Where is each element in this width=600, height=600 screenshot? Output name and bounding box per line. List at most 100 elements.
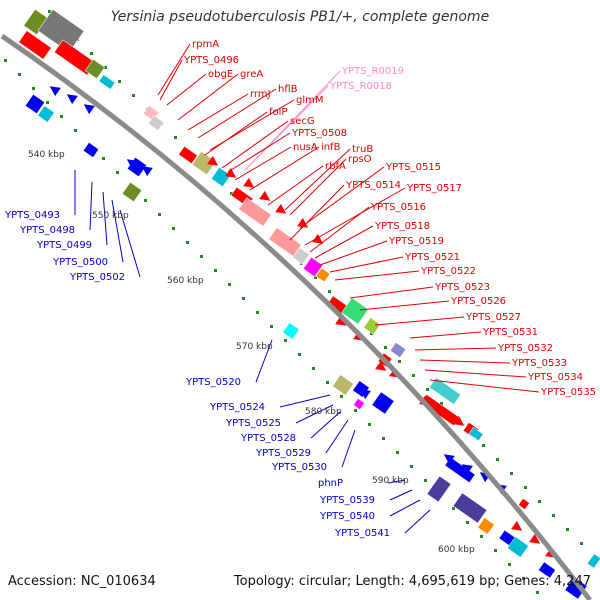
gene-label[interactable]: YPTS_0524 xyxy=(209,402,265,413)
gene-label[interactable]: rbfA xyxy=(325,161,346,172)
gene-label[interactable]: YPTS_0515 xyxy=(385,162,441,173)
gene-label[interactable]: glmM xyxy=(296,95,324,106)
gene-label[interactable]: YPTS_0541 xyxy=(334,528,390,539)
gene-label[interactable]: YPTS_0534 xyxy=(527,372,583,383)
gene-label[interactable]: YPTS_0521 xyxy=(404,252,460,263)
gene-label[interactable]: YPTS_0531 xyxy=(482,327,538,338)
gene-label[interactable]: hflB xyxy=(278,84,298,95)
gene-label[interactable]: YPTS_0526 xyxy=(450,296,506,307)
gene-arrow[interactable] xyxy=(529,533,543,548)
gene-feature[interactable] xyxy=(353,398,365,410)
gene-feature[interactable] xyxy=(507,536,529,558)
gene-arrow[interactable] xyxy=(441,450,455,465)
gene-feature[interactable] xyxy=(452,492,488,524)
gene-feature[interactable] xyxy=(282,322,300,340)
gene-feature[interactable] xyxy=(121,181,143,203)
gene-label[interactable]: YPTS_0529 xyxy=(255,448,311,459)
gene-feature[interactable] xyxy=(538,561,556,579)
gene-label[interactable]: YPTS_0493 xyxy=(4,210,60,221)
gene-feature[interactable] xyxy=(210,166,232,188)
gene-feature[interactable] xyxy=(37,105,55,123)
gene-feature[interactable] xyxy=(477,517,495,535)
gene-label[interactable]: YPTS_0519 xyxy=(388,236,444,247)
gene-arrow[interactable] xyxy=(437,405,451,420)
gene-label[interactable]: YPTS_0517 xyxy=(406,183,462,194)
gene-arrow[interactable] xyxy=(81,100,95,115)
gene-label[interactable]: folP xyxy=(269,107,287,118)
gene-arrow[interactable] xyxy=(275,203,289,218)
gene-feature[interactable] xyxy=(178,145,198,165)
gene-label[interactable]: YPTS_0535 xyxy=(540,387,596,398)
gene-label[interactable]: rpsO xyxy=(348,154,372,165)
gene-feature[interactable] xyxy=(37,9,85,53)
gene-feature[interactable] xyxy=(18,30,52,60)
gene-label[interactable]: YPTS_0502 xyxy=(69,272,125,283)
gene-feature[interactable] xyxy=(371,391,395,415)
gene-feature[interactable] xyxy=(468,426,484,442)
gene-label[interactable]: YPTS_0539 xyxy=(319,495,375,506)
gene-arrow[interactable] xyxy=(357,385,371,400)
gene-arrow[interactable] xyxy=(312,233,326,248)
gene-arrow[interactable] xyxy=(139,162,153,177)
gene-label[interactable]: YPTS_0528 xyxy=(240,433,296,444)
gene-label[interactable]: YPTS_0540 xyxy=(319,511,375,522)
gene-arrow[interactable] xyxy=(459,460,473,475)
gene-arrow[interactable] xyxy=(64,90,78,105)
gene-label[interactable]: YPTS_0523 xyxy=(434,282,490,293)
gene-feature[interactable] xyxy=(191,150,217,176)
gene-label[interactable]: rrmJ xyxy=(250,89,271,100)
gene-feature[interactable] xyxy=(363,317,381,335)
gene-label[interactable]: YPTS_0500 xyxy=(52,257,108,268)
gene-feature[interactable] xyxy=(238,197,272,227)
gene-label[interactable]: YPTS_0520 xyxy=(185,377,241,388)
gene-label[interactable]: YPTS_0508 xyxy=(291,128,347,139)
gene-arrow[interactable] xyxy=(259,190,273,205)
gene-feature[interactable] xyxy=(292,247,310,265)
gene-label[interactable]: YPTS_0525 xyxy=(225,418,281,429)
gene-label[interactable]: YPTS_0514 xyxy=(345,180,401,191)
gene-label[interactable]: infB xyxy=(321,142,341,153)
gene-feature[interactable] xyxy=(332,374,354,396)
gene-label[interactable]: YPTS_0498 xyxy=(19,225,75,236)
gene-label[interactable]: obgE xyxy=(208,69,233,80)
gene-label[interactable]: YPTS_R0018 xyxy=(329,81,392,92)
gene-arrow[interactable] xyxy=(297,217,311,232)
gene-feature[interactable] xyxy=(586,553,600,569)
gene-label[interactable]: YPTS_R0019 xyxy=(341,66,404,77)
gene-arrow[interactable] xyxy=(453,415,467,430)
gene-feature[interactable] xyxy=(315,267,331,283)
gene-feature[interactable] xyxy=(302,256,324,278)
gene-arrow[interactable] xyxy=(207,155,221,170)
gene-arrow[interactable] xyxy=(511,520,525,535)
gene-arrow[interactable] xyxy=(47,82,61,97)
gene-feature[interactable] xyxy=(518,498,530,510)
gene-arrow[interactable] xyxy=(375,360,389,375)
gene-arrow[interactable] xyxy=(124,155,138,170)
gene-arrow[interactable] xyxy=(335,315,349,330)
gene-label[interactable]: rpmA xyxy=(192,39,219,50)
gene-label[interactable]: YPTS_0522 xyxy=(420,266,476,277)
gene-label[interactable]: secG xyxy=(290,116,315,127)
gene-feature[interactable] xyxy=(426,475,452,503)
gene-feature[interactable] xyxy=(147,115,165,131)
gene-label[interactable]: YPTS_0499 xyxy=(36,240,92,251)
gene-feature[interactable] xyxy=(24,93,46,115)
gene-label[interactable]: truB xyxy=(352,144,373,155)
gene-feature[interactable] xyxy=(341,297,369,325)
gene-feature[interactable] xyxy=(84,58,106,80)
gene-feature[interactable] xyxy=(389,342,407,358)
gene-arrow[interactable] xyxy=(243,177,257,192)
gene-label[interactable]: phnP xyxy=(318,478,343,489)
gene-label[interactable]: YPTS_0532 xyxy=(497,343,553,354)
gene-label[interactable]: nusA xyxy=(293,142,318,153)
gene-arrow[interactable] xyxy=(225,167,239,182)
gene-label[interactable]: YPTS_0518 xyxy=(374,221,430,232)
gene-label[interactable]: greA xyxy=(240,69,263,80)
gene-label[interactable]: YPTS_0533 xyxy=(511,358,567,369)
gene-label[interactable]: YPTS_0516 xyxy=(370,202,426,213)
gene-feature[interactable] xyxy=(82,142,100,158)
gene-label[interactable]: YPTS_0496 xyxy=(183,55,239,66)
gene-label[interactable]: YPTS_0527 xyxy=(465,312,521,323)
gene-feature[interactable] xyxy=(428,377,462,405)
gene-label[interactable]: YPTS_0530 xyxy=(271,462,327,473)
